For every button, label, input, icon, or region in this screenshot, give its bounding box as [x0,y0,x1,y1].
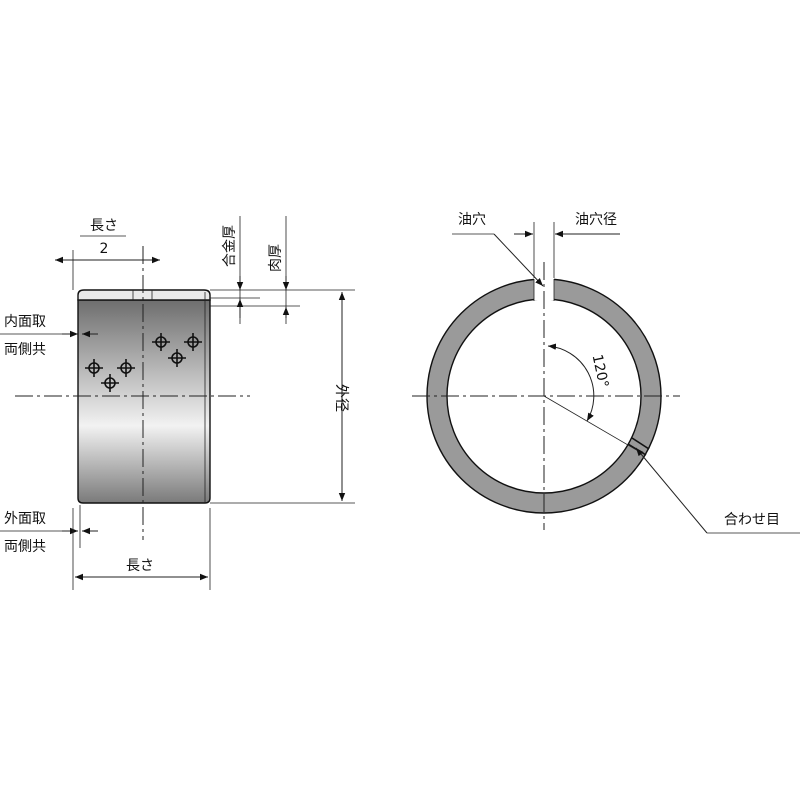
length-label: 長さ [126,558,154,574]
outer-diameter-label: 外径 [333,384,349,412]
half-length-bottom-label: 2 [100,241,109,257]
oil-hole-diameter-dimension: 油穴径 [514,212,620,278]
seam-label: 合わせ目 [724,512,780,528]
angle-dimension: 120° [543,343,641,453]
half-length-dimension: 長さ 2 [55,218,160,290]
oil-groove-markers [85,333,202,392]
thickness-dimensions: 合金厚 肉厚 [210,216,355,324]
inner-chamfer-callout: 内面取 両側共 [0,314,98,358]
oil-hole-callout: 油穴 [452,212,544,287]
wall-thickness-label: 肉厚 [268,244,284,272]
inner-chamfer-label-1: 内面取 [4,314,46,330]
outer-chamfer-label-2: 両側共 [4,539,46,555]
oil-hole-diameter-label: 油穴径 [575,212,617,228]
half-length-top-label: 長さ [90,218,118,234]
front-view: 油穴径 油穴 120° 合わせ目 [412,212,800,534]
outer-chamfer-callout: 外面取 両側共 [0,505,98,555]
alloy-thickness-label: 合金厚 [222,225,238,267]
seam-callout: 合わせ目 [635,447,800,534]
bushing-top-band [77,289,211,301]
inner-chamfer-label-2: 両側共 [4,342,46,358]
outer-chamfer-label-1: 外面取 [4,511,46,527]
bushing-body [77,299,211,504]
side-view: 長さ 2 合金厚 肉厚 外径 内面取 [0,216,355,590]
outer-diameter-dimension: 外径 [210,292,355,504]
length-dimension: 長さ [72,508,211,590]
oil-hole-label: 油穴 [458,212,486,228]
angle-label: 120° [589,353,612,389]
